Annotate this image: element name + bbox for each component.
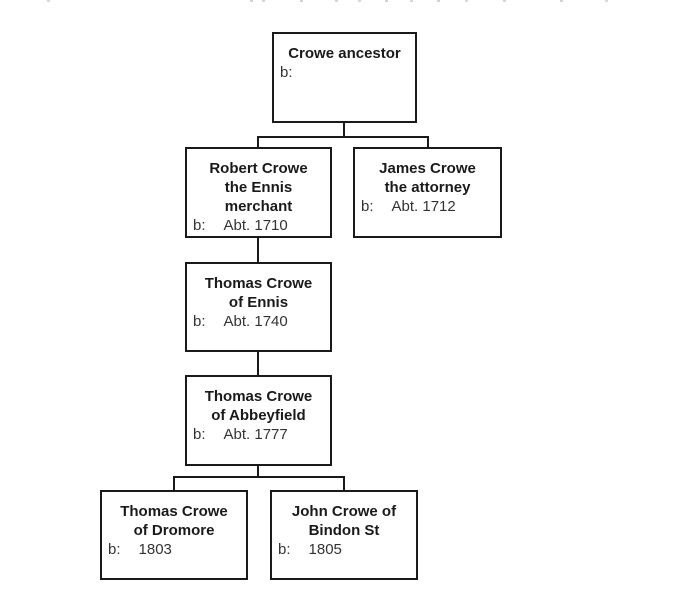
person-name: Robert Crowe the Ennis merchant: [209, 160, 308, 215]
birth-value: Abt. 1712: [391, 198, 456, 215]
birth-label: b:: [361, 198, 374, 215]
person-name: James Crowe the attorney: [379, 160, 476, 196]
birth-row: b: 1805: [272, 540, 416, 559]
birth-label: b:: [278, 541, 291, 558]
person-name: John Crowe of Bindon St: [291, 503, 397, 539]
birth-value: 1805: [308, 541, 342, 558]
birth-row: b: 1803: [102, 540, 246, 559]
cropped-text-artifacts: [0, 0, 3, 2]
person-name: Thomas Crowe of Ennis: [204, 275, 313, 311]
connector-abbeyfield-down: [257, 465, 259, 478]
person-node-john-crowe-bindon-st[interactable]: John Crowe of Bindon St b: 1805: [270, 490, 418, 580]
birth-value: 1803: [138, 541, 172, 558]
person-name: Crowe ancestor: [288, 45, 401, 62]
birth-row: b: Abt. 1740: [187, 312, 330, 331]
birth-row: b: Abt. 1712: [355, 197, 500, 216]
birth-label: b:: [193, 217, 206, 234]
person-node-thomas-crowe-dromore[interactable]: Thomas Crowe of Dromore b: 1803: [100, 490, 248, 580]
person-node-crowe-ancestor[interactable]: Crowe ancestor b:: [272, 32, 417, 123]
connector-gen5-horizontal: [173, 476, 345, 478]
person-node-james-crowe[interactable]: James Crowe the attorney b: Abt. 1712: [353, 147, 502, 238]
person-node-thomas-crowe-ennis[interactable]: Thomas Crowe of Ennis b: Abt. 1740: [185, 262, 332, 352]
birth-value: Abt. 1710: [223, 217, 288, 234]
birth-label: b:: [193, 426, 206, 443]
connector-gen2-horizontal: [257, 136, 429, 138]
person-name: Thomas Crowe of Abbeyfield: [204, 388, 313, 424]
person-node-thomas-crowe-abbeyfield[interactable]: Thomas Crowe of Abbeyfield b: Abt. 1777: [185, 375, 332, 466]
birth-row: b: Abt. 1710: [187, 216, 330, 235]
birth-row: b: Abt. 1777: [187, 425, 330, 444]
connector-gen2-drop-robert: [257, 136, 259, 149]
connector-gen5-drop-dromore: [173, 476, 175, 491]
connector-gen5-drop-bindon: [343, 476, 345, 491]
connector-robert-to-ennis: [257, 238, 259, 264]
birth-label: b:: [108, 541, 121, 558]
birth-value: Abt. 1740: [223, 313, 288, 330]
connector-gen2-drop-james: [427, 136, 429, 149]
birth-label: b:: [193, 313, 206, 330]
birth-value: Abt. 1777: [223, 426, 288, 443]
connector-ennis-to-abbeyfield: [257, 351, 259, 377]
connector-ancestor-down: [343, 123, 345, 138]
birth-label: b:: [280, 64, 293, 81]
birth-row: b:: [274, 63, 415, 82]
person-name: Thomas Crowe of Dromore: [120, 503, 228, 539]
person-node-robert-crowe[interactable]: Robert Crowe the Ennis merchant b: Abt. …: [185, 147, 332, 238]
